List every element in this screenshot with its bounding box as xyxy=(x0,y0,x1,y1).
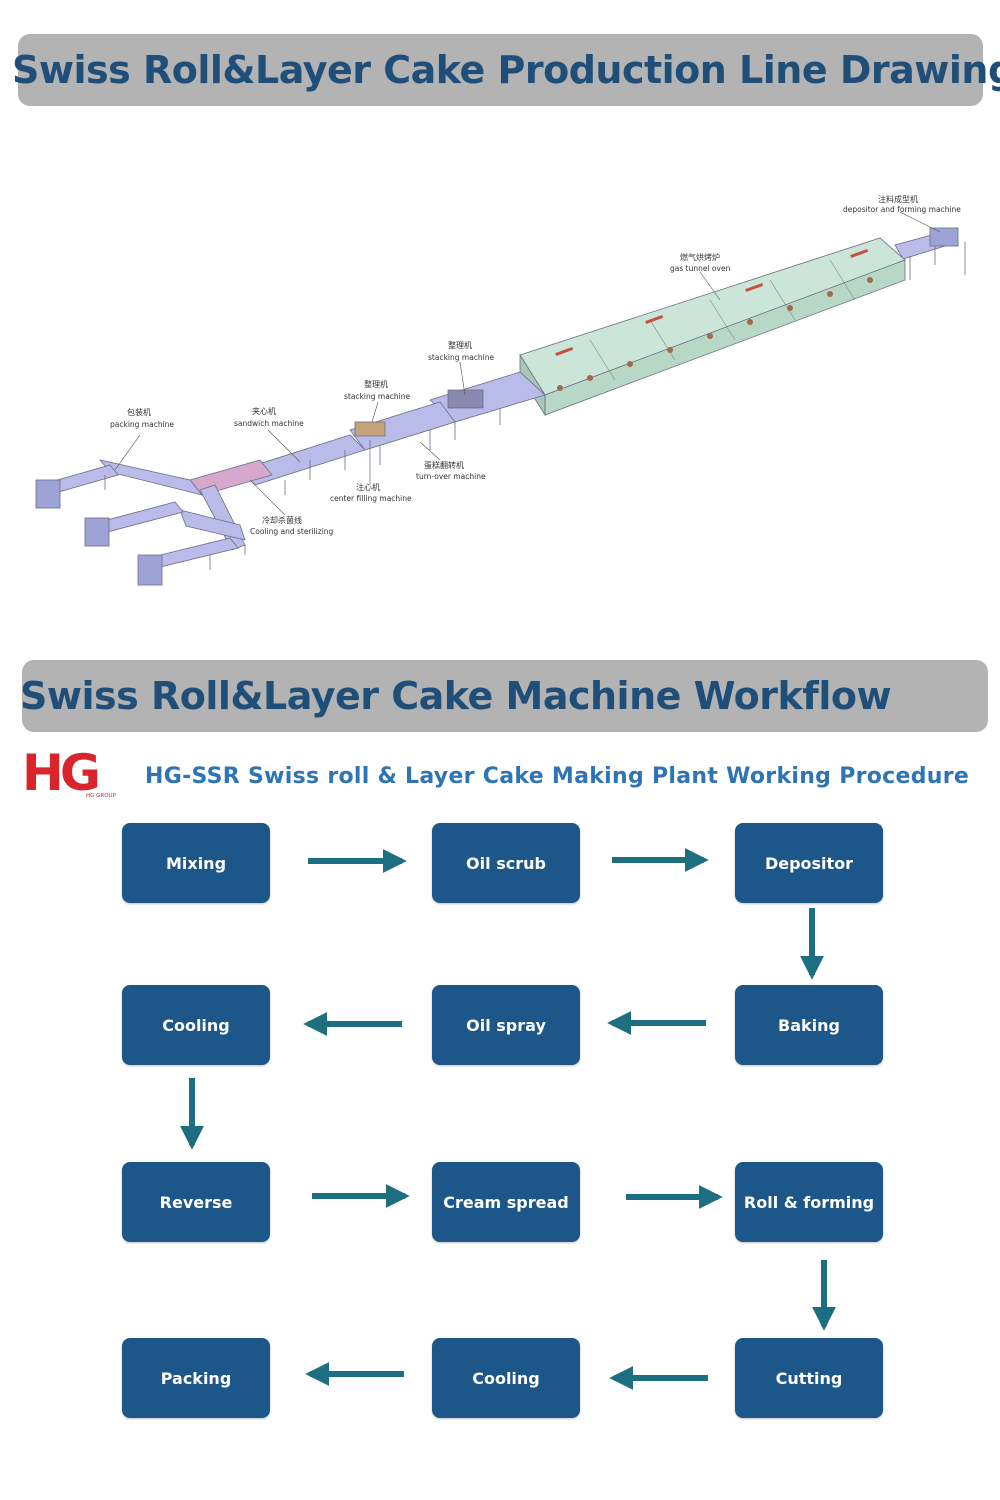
depositor-machine xyxy=(929,227,959,247)
step-depositor: Depositor xyxy=(735,823,883,903)
label-filling-en: center filling machine xyxy=(330,494,412,503)
step-cooling-1: Cooling xyxy=(122,985,270,1065)
label-filling-cn: 注心机 xyxy=(356,482,380,492)
label-sandwich-en: sandwich machine xyxy=(234,419,304,428)
step-oil-spray: Oil spray xyxy=(432,985,580,1065)
packing-machine-2 xyxy=(84,517,110,547)
step-roll-forming: Roll & forming xyxy=(735,1162,883,1242)
step-packing: Packing xyxy=(122,1338,270,1418)
label-stacking2-cn: 整理机 xyxy=(364,379,388,389)
step-oil-scrub: Oil scrub xyxy=(432,823,580,903)
procedure-subtitle: HG-SSR Swiss roll & Layer Cake Making Pl… xyxy=(145,764,970,789)
label-turnover-cn: 蛋糕翻转机 xyxy=(424,460,464,470)
label-turnover-en: turn-over machine xyxy=(416,472,486,481)
logo-mark: HG xyxy=(22,744,98,800)
stacking-machine-grid xyxy=(447,389,484,409)
label-oven-en: gas tunnel oven xyxy=(670,264,731,273)
label-stacking1-en: stacking machine xyxy=(428,353,495,362)
step-cutting: Cutting xyxy=(735,1338,883,1418)
title-banner-production-line: Swiss Roll&Layer Cake Production Line Dr… xyxy=(12,34,1000,106)
step-reverse: Reverse xyxy=(122,1162,270,1242)
label-cooling-en: Cooling and sterilizing xyxy=(250,527,334,536)
label-depositor-en: depositor and forming machine xyxy=(843,205,961,214)
packing-machine-1 xyxy=(35,479,61,509)
logo-small-text: HG GROUP xyxy=(86,793,117,799)
production-line-drawing: 注料成型机 depositor and forming machine 燃气烘烤… xyxy=(35,194,966,586)
step-cream-spread: Cream spread xyxy=(432,1162,580,1242)
label-packing-en: packing machine xyxy=(110,420,174,429)
packing-machine-3 xyxy=(137,554,163,586)
title-banner-workflow: Swiss Roll&Layer Cake Machine Workflow xyxy=(20,660,988,732)
label-depositor-cn: 注料成型机 xyxy=(878,194,918,204)
hg-logo: HG HG GROUP xyxy=(22,744,117,800)
step-cooling-2: Cooling xyxy=(432,1338,580,1418)
workflow-arrows xyxy=(180,848,836,1390)
label-packing-cn: 包装机 xyxy=(127,407,151,417)
label-sandwich-cn: 夹心机 xyxy=(252,406,276,416)
title-production-line: Swiss Roll&Layer Cake Production Line Dr… xyxy=(12,48,1000,92)
label-stacking2-en: stacking machine xyxy=(344,392,411,401)
label-cooling-cn: 冷却杀菌线 xyxy=(262,515,302,525)
step-mixing: Mixing xyxy=(122,823,270,903)
title-workflow: Swiss Roll&Layer Cake Machine Workflow xyxy=(20,674,892,718)
step-baking: Baking xyxy=(735,985,883,1065)
label-oven-cn: 燃气烘烤炉 xyxy=(680,252,720,262)
filling-machine xyxy=(354,421,386,437)
label-stacking1-cn: 整理机 xyxy=(448,340,472,350)
